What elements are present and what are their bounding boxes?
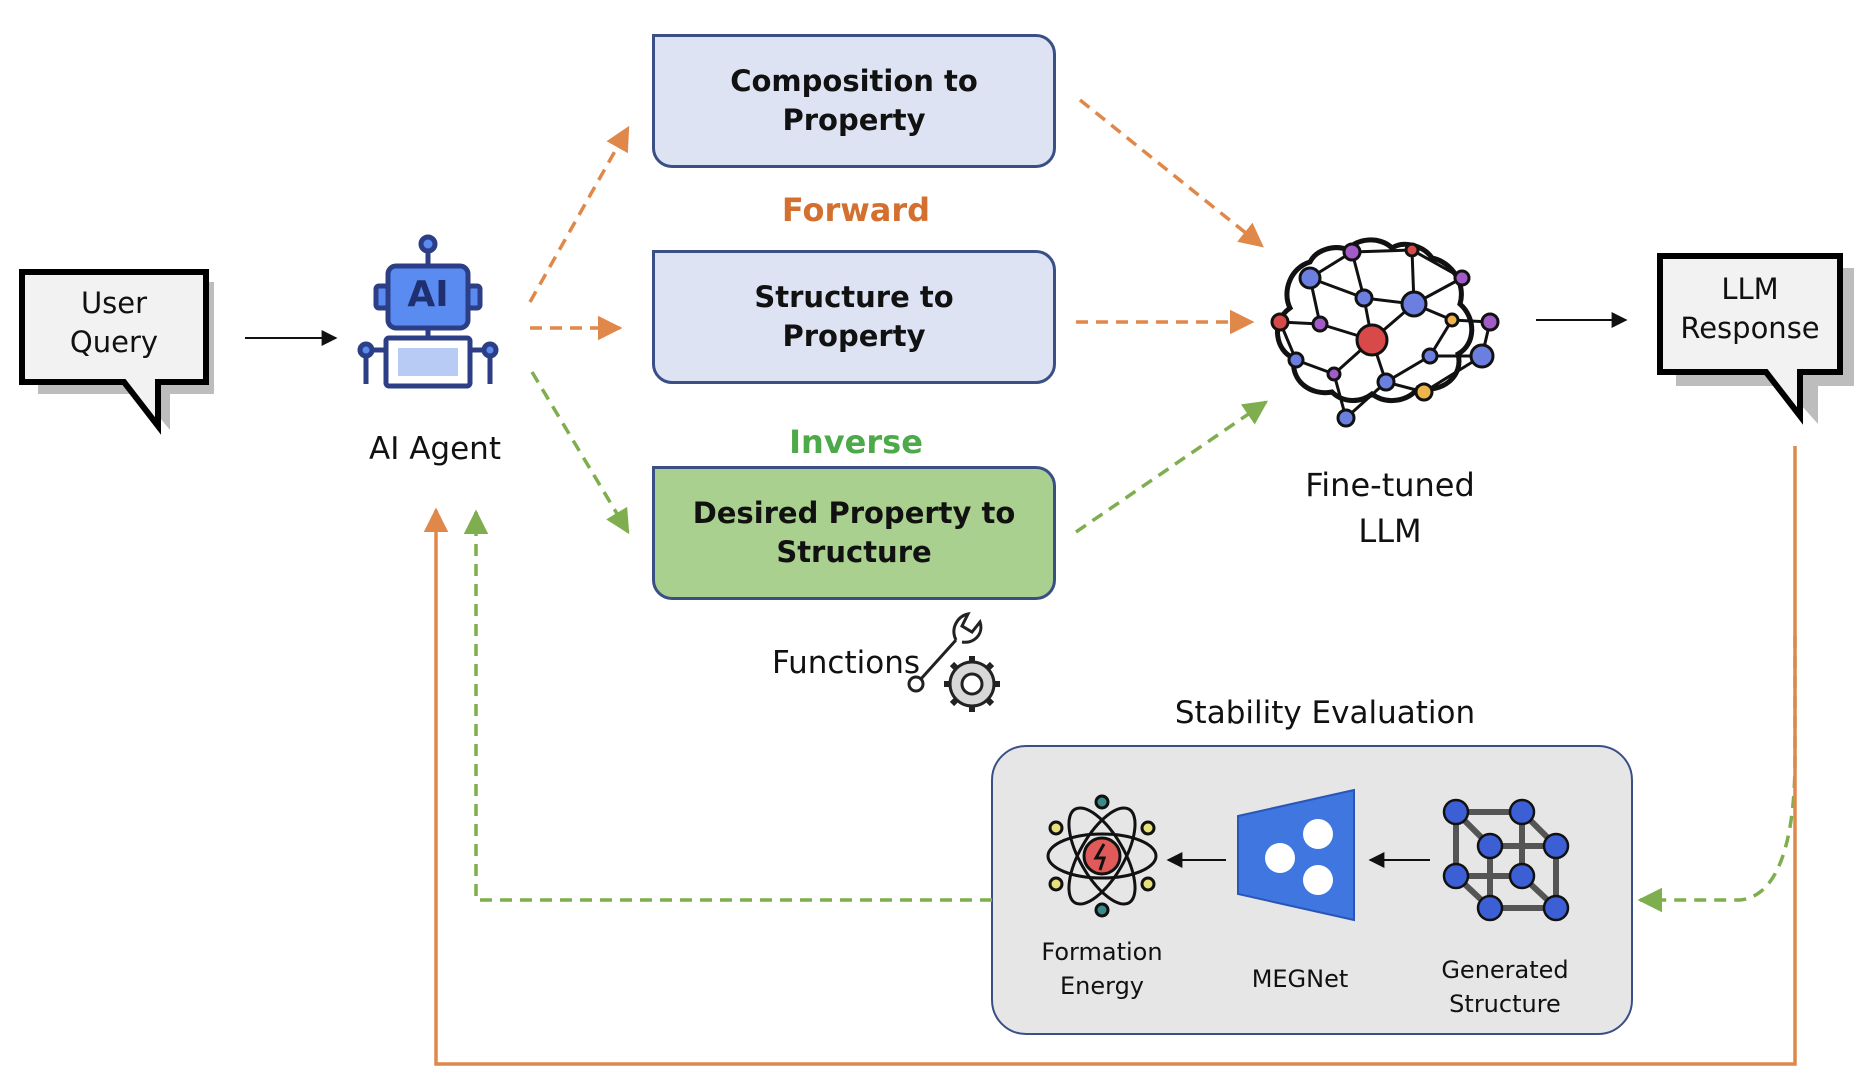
llm-line2: LLM (1358, 512, 1422, 551)
robot-ai-badge: AI (407, 274, 449, 315)
generated-structure-label: Generated Structure (1420, 954, 1590, 1021)
desired-line2: Structure (776, 535, 932, 569)
fine-tuned-llm-label: Fine-tuned LLM (1280, 462, 1500, 555)
desired-line1: Desired Property to (692, 495, 1016, 530)
user-query-label: User Query (22, 284, 206, 362)
orange-response-to-agent (423, 446, 1797, 1066)
composition-line1: Composition to (730, 63, 978, 98)
llm-response-bubble-icon (1657, 253, 1854, 425)
user-query-line2: Query (69, 325, 159, 360)
arrow-agent-to-composition (528, 125, 630, 303)
crystal-lattice-icon (1442, 798, 1570, 922)
formation-energy-label: Formation Energy (1020, 936, 1184, 1003)
structure-to-property-box: Structure to Property (652, 250, 1056, 384)
llm-response-line2: Response (1680, 311, 1820, 346)
inverse-label: Inverse (789, 423, 923, 461)
megnet-label: MEGNet (1251, 965, 1349, 993)
formation-line2: Energy (1059, 971, 1145, 1000)
llm-response-label: LLM Response (1662, 270, 1838, 348)
generated-line2: Structure (1449, 989, 1561, 1018)
generated-line1: Generated (1441, 956, 1569, 984)
atom-icon (1046, 794, 1158, 918)
stability-evaluation-title: Stability Evaluation (1174, 695, 1476, 731)
green-dashed-response-to-stability (1637, 636, 1797, 913)
robot-icon (357, 234, 499, 389)
arrow-agent-to-desired (530, 371, 630, 535)
megnet-icon (1237, 788, 1355, 922)
user-query-line1: User (80, 286, 148, 320)
llm-response-line1: LLM (1721, 272, 1779, 306)
structure-line2: Property (782, 319, 926, 353)
forward-label: Forward (781, 191, 931, 229)
structure-line1: Structure to (754, 279, 954, 314)
llm-line1: Fine-tuned (1305, 466, 1475, 504)
wrench-gear-icon (907, 611, 1000, 712)
arrow-desired-to-llm (1075, 400, 1269, 534)
composition-line2: Property (782, 103, 926, 137)
arrow-composition-to-llm (1078, 98, 1264, 248)
desired-property-to-structure-box: Desired Property to Structure (652, 466, 1056, 600)
formation-line1: Formation (1041, 938, 1163, 966)
green-dashed-stability-to-agent (463, 509, 992, 902)
brain-network-icon (1270, 237, 1500, 428)
ai-agent-label: AI Agent (369, 431, 501, 467)
user-query-bubble-icon (19, 269, 214, 435)
functions-label: Functions (771, 645, 920, 681)
composition-to-property-box: Composition to Property (652, 34, 1056, 168)
